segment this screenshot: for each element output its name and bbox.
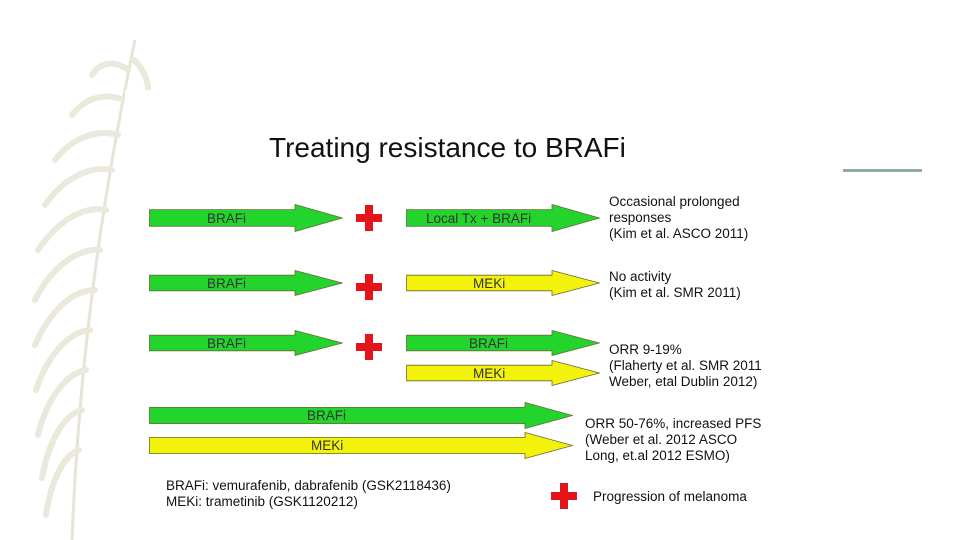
arrow-shape xyxy=(149,402,573,429)
arrow-label: BRAFi xyxy=(207,204,246,232)
arrow-label: MEKi xyxy=(311,432,343,459)
result-text: No activity (Kim et al. SMR 2011) xyxy=(609,269,741,301)
local-tx-brafi-arrow: Local Tx + BRAFi xyxy=(406,204,600,232)
red-plus-icon xyxy=(356,205,382,231)
arrow-label: BRAFi xyxy=(207,270,246,296)
brafi-arrow: BRAFi xyxy=(149,204,343,232)
footnote: BRAFi: vemurafenib, dabrafenib (GSK21184… xyxy=(166,478,451,510)
slide-title: Treating resistance to BRAFi xyxy=(269,132,626,164)
red-plus-icon xyxy=(551,483,577,509)
arrow-label: Local Tx + BRAFi xyxy=(426,204,531,232)
brafi-arrow: BRAFi xyxy=(149,270,343,296)
brafi-arrow: BRAFi xyxy=(149,330,343,356)
arrow-label: BRAFi xyxy=(207,330,246,356)
meki-long-arrow: MEKi xyxy=(149,432,573,459)
legend-label: Progression of melanoma xyxy=(593,489,747,505)
brafi-long-arrow: BRAFi xyxy=(149,402,573,429)
arrow-polygon xyxy=(150,403,573,429)
accent-line xyxy=(843,169,922,172)
arrow-polygon xyxy=(150,433,573,459)
red-plus-icon xyxy=(356,274,382,300)
arrow-label: MEKi xyxy=(473,270,505,296)
result-text: Occasional prolonged responses (Kim et a… xyxy=(609,194,748,242)
brafi-arrow: BRAFi xyxy=(406,330,600,356)
meki-arrow: MEKi xyxy=(406,360,600,386)
result-text: ORR 50-76%, increased PFS (Weber et al. … xyxy=(585,416,761,464)
arrow-shape xyxy=(149,432,573,459)
arrow-label: BRAFi xyxy=(307,402,346,429)
result-text: ORR 9-19% (Flaherty et al. SMR 2011 Webe… xyxy=(609,342,762,390)
arrow-label: BRAFi xyxy=(469,330,508,356)
red-plus-icon xyxy=(356,334,382,360)
meki-arrow: MEKi xyxy=(406,270,600,296)
arrow-label: MEKi xyxy=(473,360,505,386)
